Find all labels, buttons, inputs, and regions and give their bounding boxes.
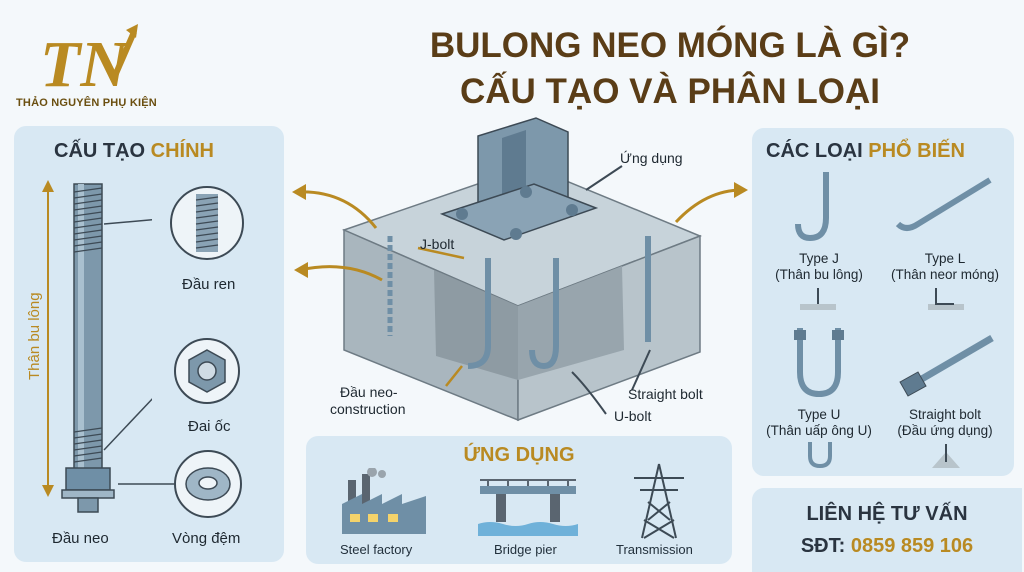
type-j-name: Type J [799,251,839,266]
diagram-ubolt-label: U-bolt [614,408,652,424]
contact-panel [752,488,1022,572]
washer-detail [174,450,242,518]
type-u-name: Type U [797,407,841,422]
type-j-bolt-icon [795,172,829,242]
part-thread-label: Đầu ren [182,276,236,293]
contact-phone[interactable]: SĐT: 0859 859 106 [800,535,974,557]
page-title: BULONG NEO MÓNG LÀ GÌ? [429,26,911,65]
washer-icon [185,467,231,501]
type-l-name: Type L [924,251,966,266]
brand-logo: TN [40,24,138,98]
types-panel [752,128,1014,476]
structure-heading: CẤU TẠO CHÍNH [54,140,215,162]
nut-detail [174,338,240,404]
type-l-install-icon [928,288,964,310]
app-bridge-label: Bridge pier [494,542,557,557]
factory-icon [342,468,426,534]
shaft-label: Thân bu lông [26,292,43,380]
type-u-install-icon [808,442,832,469]
svg-text:TN: TN [40,28,130,98]
type-j-install-icon [800,288,836,310]
thread-icon [195,194,219,252]
diagram-anchor-label-1: Đầu neo- [340,384,398,400]
nut-icon [188,349,226,393]
type-straight-name: Straight bolt [908,407,982,422]
diagram-straight-label: Straight bolt [628,386,703,402]
applications-heading: ỨNG DỤNG [463,444,575,466]
type-u-desc: (Thân uấp ông U) [766,423,872,438]
foundation-diagram [292,117,748,422]
type-straight-bolt-icon [899,334,994,397]
type-l-desc: (Thân neor móng) [890,267,1000,282]
part-nut-label: Đai ốc [188,418,231,435]
type-l-bolt-icon [895,177,992,231]
part-washer-label: Vòng đệm [172,530,241,547]
thread-detail [170,186,244,260]
types-heading: CÁC LOẠI PHỔ BIẾN [766,140,965,162]
bolt-anatomy-icon [42,180,152,513]
type-straight-desc: (Đầu ứng dụng) [897,423,993,438]
diagram-anchor-label-2: construction [330,401,406,417]
transmission-tower-icon [634,463,684,539]
bridge-icon [478,479,578,536]
app-transmission-label: Transmission [616,542,693,557]
diagram-application-label: Ứng dụng [620,150,683,166]
brand-name: THẢO NGUYÊN PHỤ KIỆN [16,97,157,109]
type-u-bolt-icon [794,328,844,398]
part-anchor-label: Đầu neo [52,530,109,547]
type-straight-install-icon [932,444,960,468]
app-factory-label: Steel factory [340,542,413,557]
diagram-jbolt-label: J-bolt [420,236,455,252]
page-subtitle: CẤU TẠO VÀ PHÂN LOẠI [460,72,880,111]
washer-pointer-line [118,483,174,485]
contact-heading: LIÊN HỆ TƯ VẤN [806,503,968,525]
type-j-desc: (Thân bu lông) [775,267,863,282]
